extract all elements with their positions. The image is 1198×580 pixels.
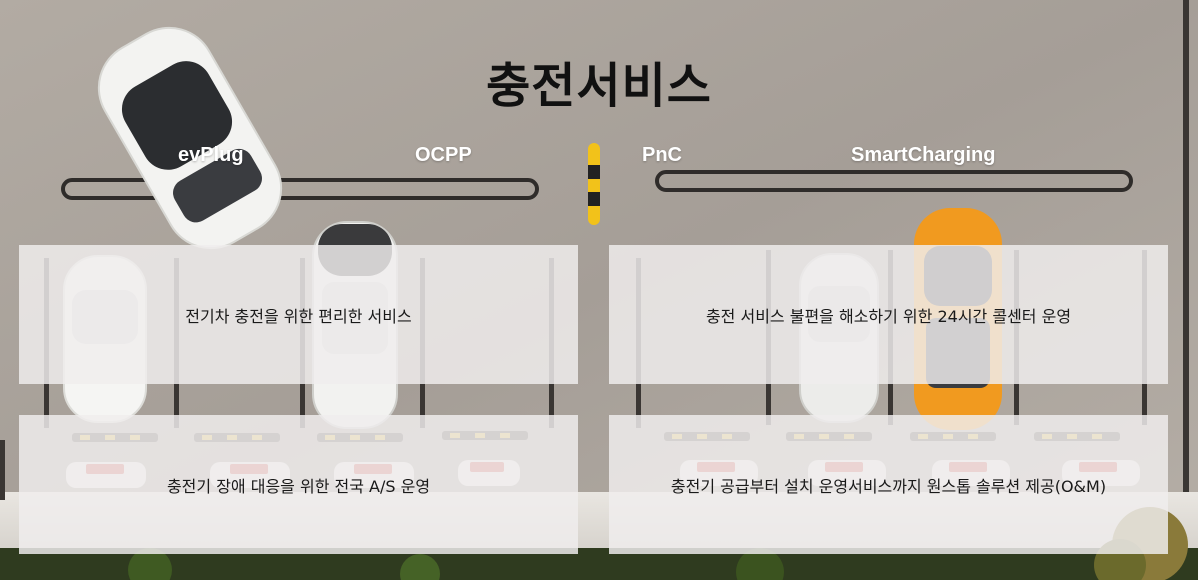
service-card-text: 충전기 장애 대응을 위한 전국 A/S 운영 xyxy=(166,476,431,496)
tab-smartcharging[interactable]: SmartCharging xyxy=(851,144,996,166)
tab-evplug[interactable]: evPlug xyxy=(178,144,244,166)
service-card-after-service[interactable]: 충전기 장애 대응을 위한 전국 A/S 운영 xyxy=(19,415,578,554)
page-title: 충전서비스 xyxy=(486,58,712,114)
white-car-angled xyxy=(97,26,283,250)
bollard xyxy=(588,143,600,225)
tab-ocpp[interactable]: OCPP xyxy=(415,144,472,166)
lane-track-right xyxy=(655,170,1133,192)
service-card-callcenter[interactable]: 충전 서비스 불편을 해소하기 위한 24시간 콜센터 운영 xyxy=(609,245,1168,384)
service-card-convenience[interactable]: 전기차 충전을 위한 편리한 서비스 xyxy=(19,245,578,384)
lot-border-left xyxy=(0,440,5,500)
tab-pnc[interactable]: PnC xyxy=(642,144,682,166)
lane-line-right xyxy=(1183,0,1189,510)
lane-track-left xyxy=(61,178,539,200)
bollard-stripe xyxy=(588,165,600,179)
bollard-stripe xyxy=(588,192,600,206)
shrub xyxy=(128,548,172,580)
shrub xyxy=(736,548,784,580)
shrub xyxy=(400,554,440,580)
service-card-text: 충전 서비스 불편을 해소하기 위한 24시간 콜센터 운영 xyxy=(705,306,1072,326)
service-card-text: 충전기 공급부터 설치 운영서비스까지 원스톱 솔루션 제공(O&M) xyxy=(670,476,1107,496)
service-card-text: 전기차 충전을 위한 편리한 서비스 xyxy=(185,306,412,326)
service-card-one-stop[interactable]: 충전기 공급부터 설치 운영서비스까지 원스톱 솔루션 제공(O&M) xyxy=(609,415,1168,554)
